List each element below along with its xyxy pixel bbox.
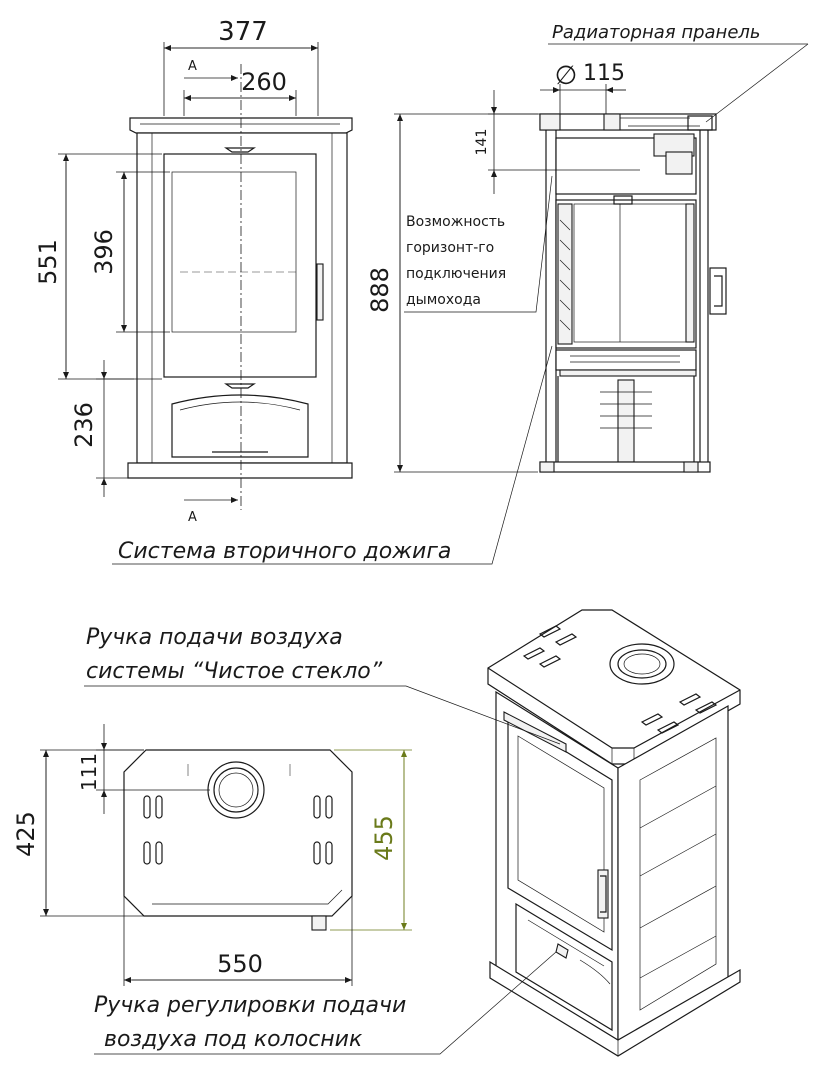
- dim-flue-diameter: 115: [583, 61, 625, 86]
- label-horizontal-connection: Возможность горизонт-го подключения дымо…: [406, 214, 506, 308]
- dim-total-height: 888: [366, 267, 394, 313]
- dim-bottom-height: 236: [70, 402, 98, 448]
- dim-door-width: 260: [241, 68, 287, 96]
- dim-front-width: 377: [218, 17, 268, 47]
- section-view: 888 141 ∅ 115: [112, 43, 809, 565]
- section-mark-top: A: [188, 59, 197, 74]
- isometric-view: [487, 609, 741, 1057]
- dim-front-height: 551: [34, 239, 62, 285]
- label-air-handle-grate-line-1: Ручка регулировки подачи: [94, 993, 406, 1018]
- label-horizontal-connection-line-4: дымохода: [406, 292, 481, 308]
- diameter-symbol: ∅: [555, 61, 578, 91]
- label-secondary-burn: Система вторичного дожига: [118, 539, 451, 564]
- section-mark-bottom: A: [188, 510, 197, 525]
- dim-plan-flue-offset: 111: [77, 753, 101, 791]
- dim-glass-height: 396: [90, 229, 118, 275]
- label-horizontal-connection-line-1: Возможность: [406, 214, 505, 230]
- label-horizontal-connection-line-3: подключения: [406, 266, 506, 282]
- label-air-handle-grate-line-2: воздуха под колосник: [104, 1027, 363, 1052]
- label-horizontal-connection-line-2: горизонт-го: [406, 240, 494, 256]
- dim-plan-depth: 425: [12, 811, 40, 857]
- isometric-top-slots: [522, 625, 718, 734]
- label-air-handle-clean-glass-line-2: системы “Чистое стекло”: [86, 659, 383, 684]
- front-view: A A 377 260 551 396 236: [34, 17, 353, 525]
- dim-plan-width: 550: [217, 950, 263, 978]
- dim-flue-offset: 141: [474, 129, 490, 156]
- dim-plan-depth-455: 455: [370, 815, 398, 861]
- label-air-handle-clean-glass: Ручка подачи воздуха системы “Чистое сте…: [86, 625, 383, 684]
- label-air-handle-grate: Ручка регулировки подачи воздуха под кол…: [94, 993, 406, 1052]
- plan-vent-slots: [143, 795, 333, 865]
- plan-view: 111 425 455 550: [12, 724, 412, 986]
- label-radiator-panel: Радиаторная пранель: [552, 22, 761, 43]
- label-air-handle-clean-glass-line-1: Ручка подачи воздуха: [86, 625, 343, 650]
